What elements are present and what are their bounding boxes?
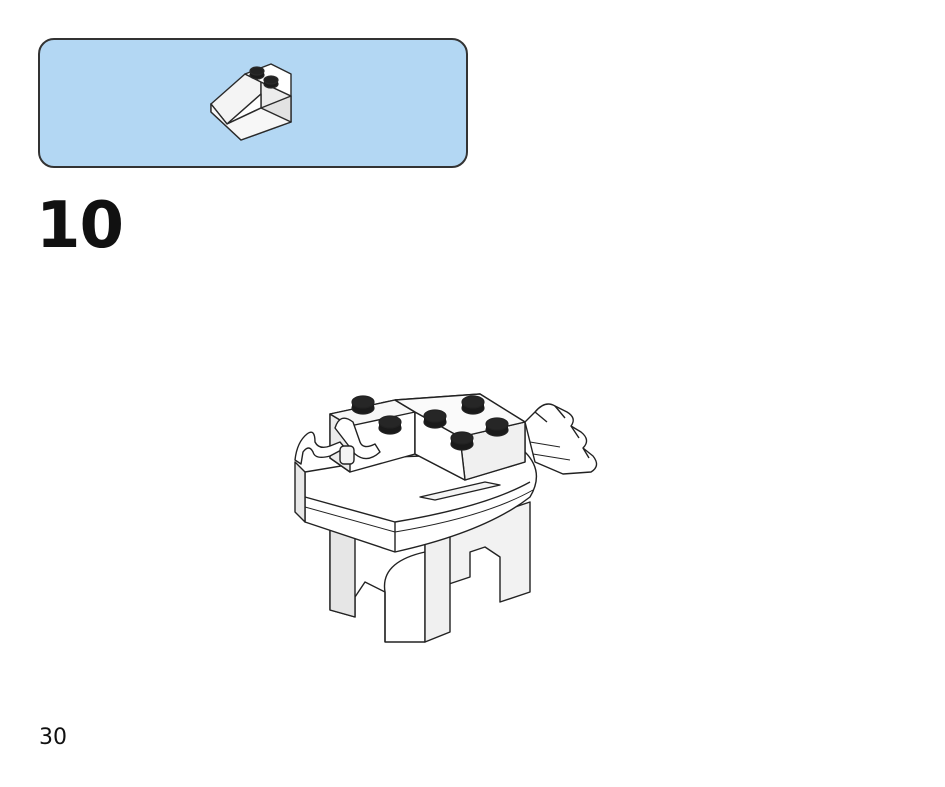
assembled-model-icon — [294, 393, 598, 643]
slope-brick-icon — [210, 63, 292, 141]
page-number: 30 — [39, 725, 67, 750]
step-number: 10 — [36, 189, 124, 263]
